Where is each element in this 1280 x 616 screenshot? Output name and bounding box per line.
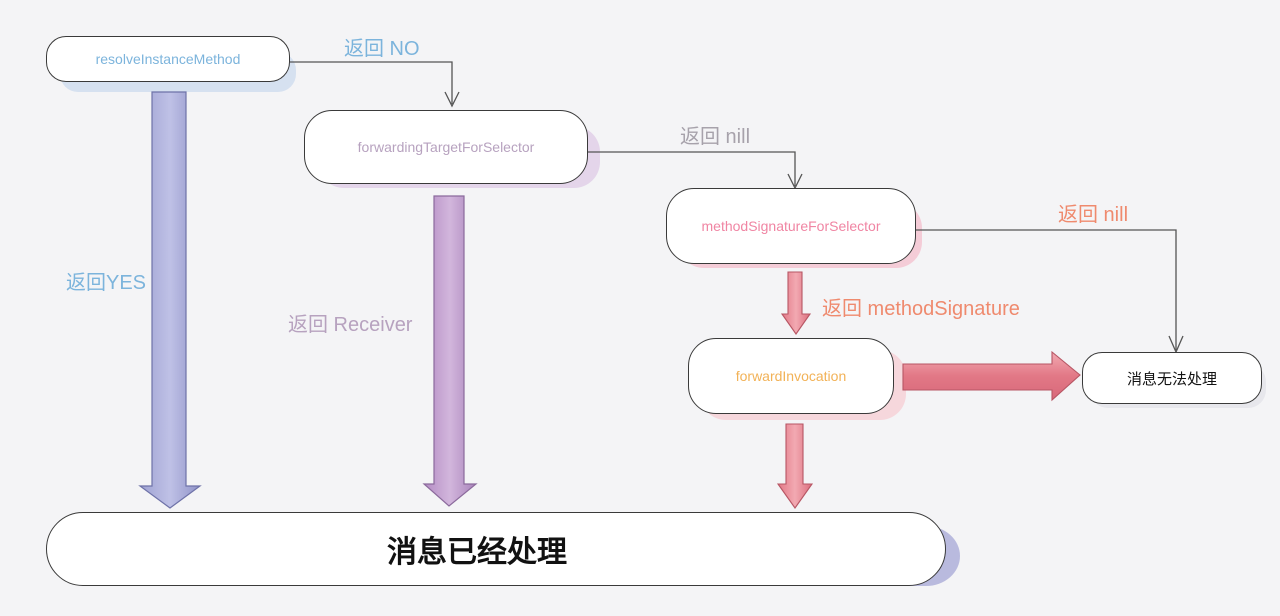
node-label: 消息无法处理	[1126, 370, 1217, 388]
node-label: forwardingTargetForSelector	[357, 139, 535, 155]
label-return-method-signature: 返回 methodSignature	[822, 298, 1020, 320]
node-cannot-handle: 消息无法处理	[1082, 352, 1262, 404]
connectors	[290, 61, 1177, 350]
node-label: 消息已经处理	[387, 536, 567, 569]
node-label: resolveInstanceMethod	[95, 51, 241, 67]
node-forwarding-target-for-selector: forwardingTargetForSelector	[304, 110, 588, 184]
arrow-method-signature	[780, 271, 812, 335]
arrowhead-icon	[444, 91, 460, 108]
label-return-receiver: 返回 Receiver	[288, 314, 413, 336]
arrow-receiver	[422, 195, 478, 507]
label-return-yes: 返回YES	[66, 272, 147, 294]
connector-forwarding-to-signature	[588, 151, 796, 186]
label-return-nil-2: 返回 nill	[1058, 204, 1129, 226]
connector-signature-to-cannot-handle	[914, 229, 1177, 350]
node-shadows	[60, 52, 1266, 586]
node-forward-invocation: forwardInvocation	[688, 338, 894, 414]
node-method-signature-for-selector: methodSignatureForSelector	[666, 188, 916, 264]
arrow-invocation-to-handled	[776, 423, 814, 509]
connector-resolve-to-forwarding	[290, 61, 453, 104]
node-resolve-instance-method: resolveInstanceMethod	[46, 36, 290, 82]
node-label: forwardInvocation	[735, 368, 847, 384]
arrow-yes	[138, 91, 202, 509]
label-return-no: 返回 NO	[344, 38, 420, 60]
label-return-nil-1: 返回 nill	[680, 126, 751, 148]
arrow-invocation-to-cannot-handle	[902, 350, 1081, 402]
node-message-handled: 消息已经处理	[46, 512, 946, 586]
node-label: methodSignatureForSelector	[701, 218, 881, 234]
